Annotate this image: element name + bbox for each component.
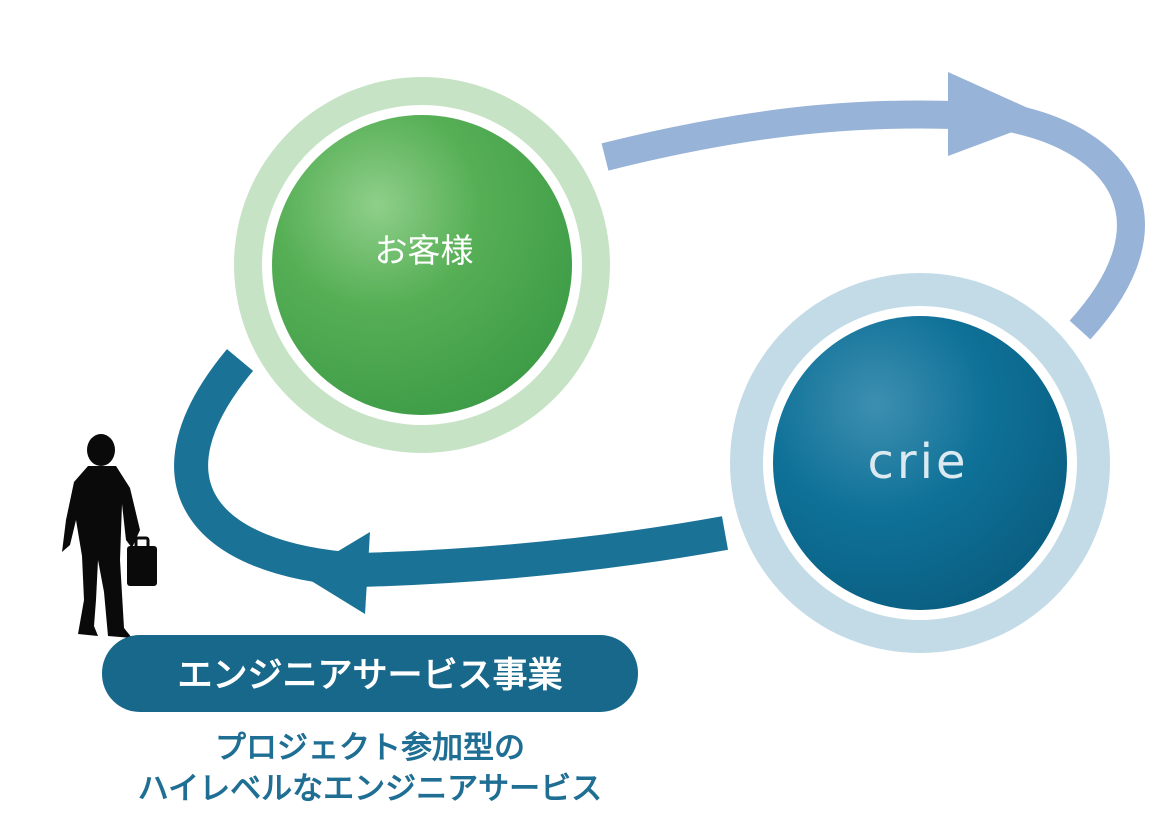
service-title: エンジニアサービス事業: [177, 656, 562, 696]
businessman-silhouette-icon: [62, 434, 157, 638]
customer-node: お客様: [234, 77, 610, 453]
service-description-line1: プロジェクト参加型の: [215, 730, 525, 766]
service-description-line2: ハイレベルなエンジニアサービス: [137, 771, 603, 807]
customer-label: お客様: [375, 231, 474, 270]
service-description: プロジェクト参加型の ハイレベルなエンジニアサービス: [60, 728, 680, 810]
service-pill: エンジニアサービス事業: [102, 635, 638, 712]
lower-arrow-head: [300, 532, 370, 614]
crie-node: crie: [730, 273, 1110, 653]
upper-arrow-head: [948, 72, 1050, 156]
crie-label: crie: [868, 434, 969, 490]
